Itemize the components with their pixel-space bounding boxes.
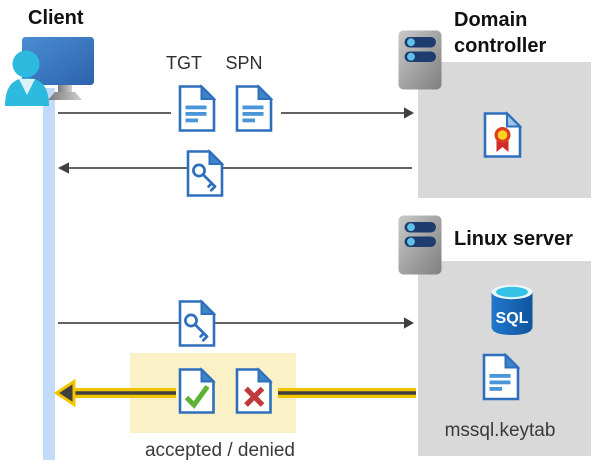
client-icon	[2, 30, 102, 106]
accepted-check-document-icon	[177, 367, 217, 415]
denied-cross-document-icon	[234, 367, 274, 415]
tgt-ticket-document-icon	[177, 84, 217, 133]
domain-controller-server-icon	[397, 29, 443, 91]
client-label: Client	[28, 7, 84, 29]
client-lifeline	[43, 88, 55, 460]
sql-database-icon: SQL	[488, 282, 536, 338]
spn-ticket-document-icon	[234, 84, 274, 133]
keytab-filename-label: mssql.keytab	[444, 420, 556, 441]
key-document-icon	[177, 299, 217, 348]
monitor-icon	[22, 37, 94, 100]
tgt-label: TGT	[166, 53, 202, 73]
keytab-document-icon	[481, 352, 521, 402]
linux-server-icon	[397, 214, 443, 276]
domain-controller-label: Domain controller	[454, 9, 547, 57]
linux-server-label: Linux server	[454, 228, 573, 250]
arrow-domain-controller-to-client	[58, 162, 412, 174]
arrow-client-to-linux-server	[58, 317, 414, 329]
sql-badge-label: SQL	[496, 310, 529, 327]
person-icon	[5, 50, 49, 106]
accepted-denied-label: accepted / denied	[144, 440, 295, 461]
certificate-icon	[482, 111, 523, 159]
spn-label: SPN	[225, 53, 263, 73]
key-document-icon	[185, 149, 225, 198]
